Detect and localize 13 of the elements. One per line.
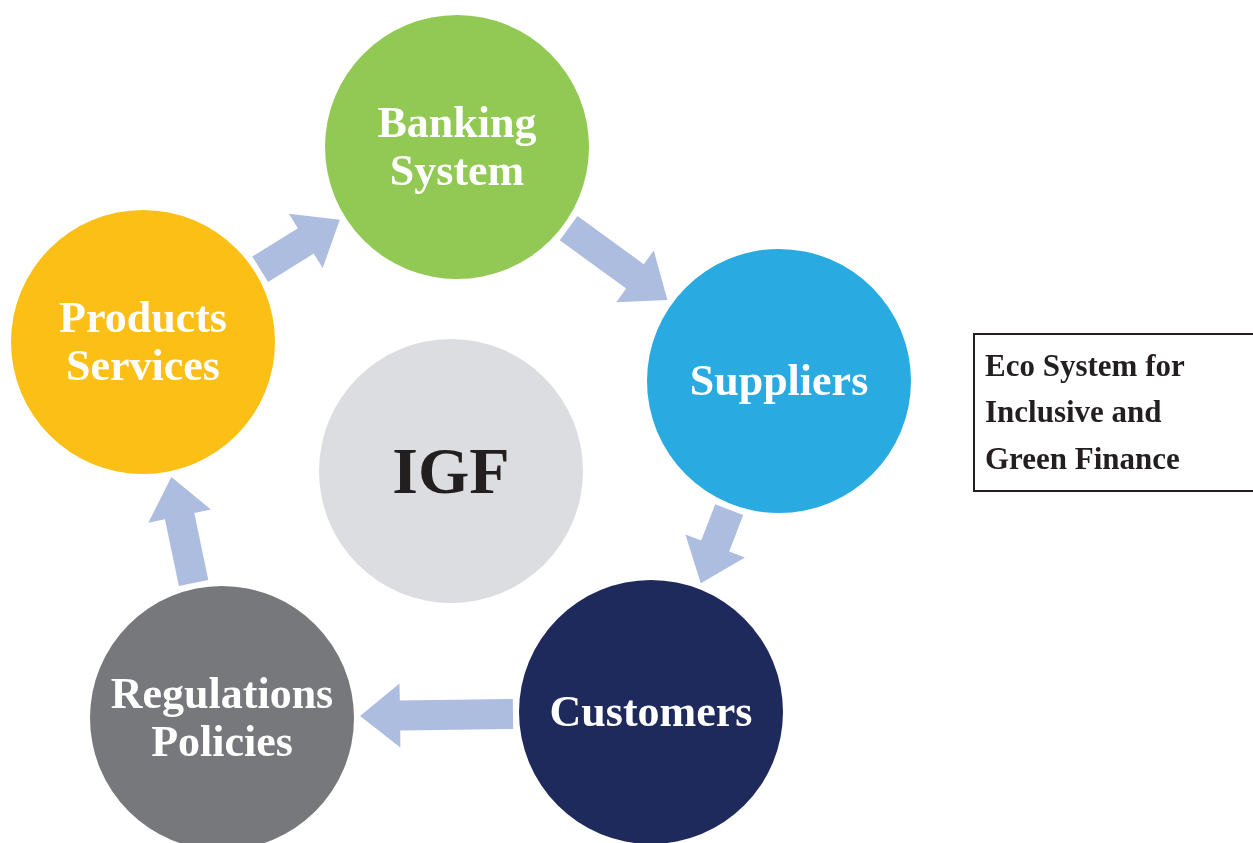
circle-label: Products Services bbox=[58, 294, 228, 390]
circle-label: Suppliers bbox=[688, 357, 870, 405]
circle-label: Banking System bbox=[376, 99, 538, 195]
box-text: Eco System for Inclusive and Green Finance bbox=[985, 346, 1186, 478]
block-arrow bbox=[360, 683, 514, 748]
circle-label: Regulations Policies bbox=[109, 670, 335, 766]
text-box bbox=[973, 333, 1253, 492]
circle-label: Customers bbox=[548, 688, 754, 736]
circle-label: IGF bbox=[391, 435, 511, 507]
block-arrow bbox=[252, 213, 340, 282]
block-arrow bbox=[559, 216, 668, 303]
block-arrow bbox=[148, 477, 211, 586]
block-arrow bbox=[685, 504, 745, 584]
